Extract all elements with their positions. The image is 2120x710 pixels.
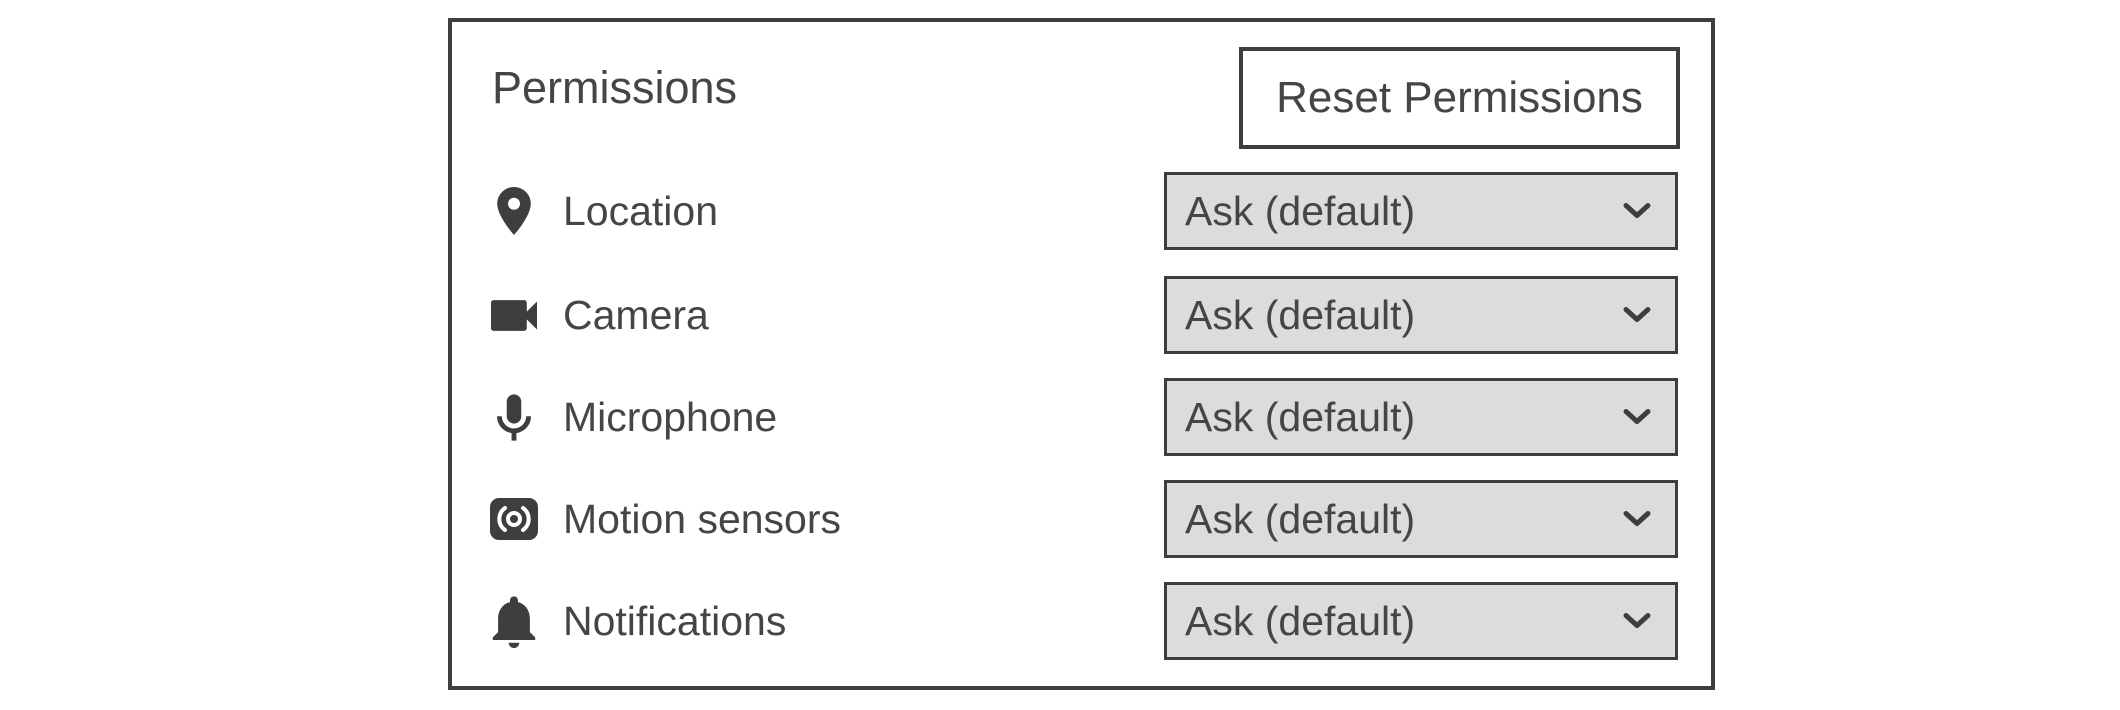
chevron-down-icon xyxy=(1623,613,1651,630)
selected-permission-value: Ask (default) xyxy=(1185,495,1416,542)
motion-sensors-permission-select[interactable]: Ask (default) xyxy=(1164,480,1678,558)
permission-label: Notifications xyxy=(563,597,787,644)
notifications-permission-select[interactable]: Ask (default) xyxy=(1164,582,1678,660)
selected-permission-value: Ask (default) xyxy=(1185,597,1416,644)
permissions-panel: Permissions Reset Permissions Location A… xyxy=(448,18,1715,690)
permission-row-camera: Camera Ask (default) xyxy=(452,276,1711,354)
location-pin-icon xyxy=(486,172,542,250)
permission-label: Location xyxy=(563,187,719,234)
selected-permission-value: Ask (default) xyxy=(1185,291,1416,338)
permission-row-notifications: Notifications Ask (default) xyxy=(452,582,1711,660)
chevron-down-icon xyxy=(1623,203,1651,220)
permission-label: Camera xyxy=(563,291,709,338)
permission-row-location: Location Ask (default) xyxy=(452,172,1711,250)
permissions-title: Permissions xyxy=(492,62,738,113)
reset-permissions-button[interactable]: Reset Permissions xyxy=(1239,47,1680,149)
microphone-permission-select[interactable]: Ask (default) xyxy=(1164,378,1678,456)
chevron-down-icon xyxy=(1623,409,1651,426)
permission-row-microphone: Microphone Ask (default) xyxy=(452,378,1711,456)
chevron-down-icon xyxy=(1623,511,1651,528)
camera-permission-select[interactable]: Ask (default) xyxy=(1164,276,1678,354)
selected-permission-value: Ask (default) xyxy=(1185,393,1416,440)
microphone-icon xyxy=(486,378,542,456)
location-permission-select[interactable]: Ask (default) xyxy=(1164,172,1678,250)
permission-label: Microphone xyxy=(563,393,778,440)
permission-row-motion-sensors: Motion sensors Ask (default) xyxy=(452,480,1711,558)
bell-icon xyxy=(486,582,542,660)
motion-sensors-icon xyxy=(486,480,542,558)
chevron-down-icon xyxy=(1623,307,1651,324)
video-camera-icon xyxy=(486,276,542,354)
permission-label: Motion sensors xyxy=(563,495,842,542)
selected-permission-value: Ask (default) xyxy=(1185,187,1416,234)
